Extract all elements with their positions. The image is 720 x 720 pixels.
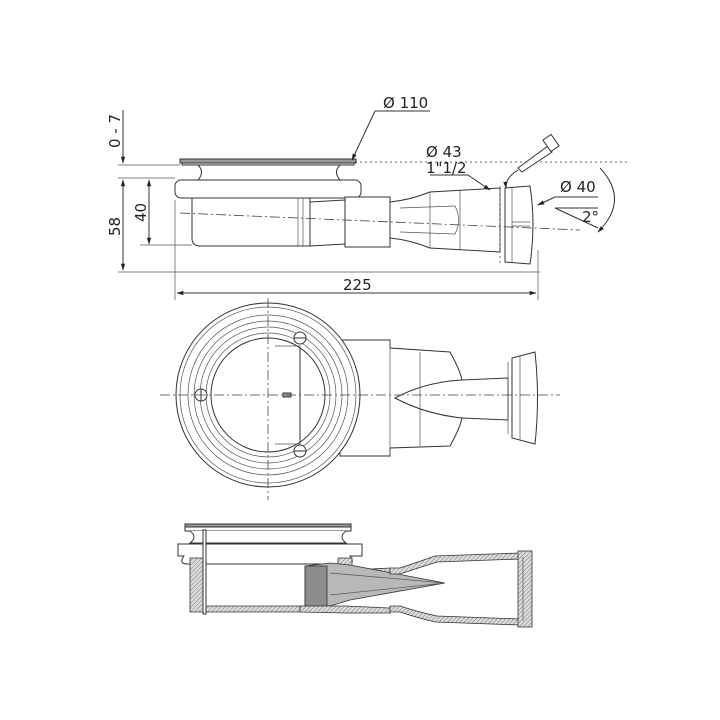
- screw-icon: [293, 331, 307, 345]
- angle-arc: [597, 167, 615, 233]
- side-elevation-view: 2° Ø 110 Ø 43 1"1/2 Ø 40 0 - 7 58 40 225: [106, 94, 630, 300]
- connection-diameter-label: Ø 40: [560, 178, 596, 196]
- grate-plate: [179, 158, 357, 164]
- slope-angle-label: 2°: [582, 208, 599, 226]
- height-adjust-label: 0 - 7: [106, 114, 124, 148]
- cross-section-view: [177, 523, 533, 628]
- total-height-label: 58: [106, 217, 124, 236]
- centerline: [179, 212, 581, 231]
- outlet-pipe: [389, 187, 501, 253]
- outlet-diameter-metric-label: Ø 43: [426, 143, 462, 161]
- grate-diameter-label: Ø 110: [383, 94, 428, 112]
- body-flange: [174, 179, 362, 199]
- connector-nut: [504, 185, 534, 265]
- outlet-joint: [309, 199, 346, 247]
- total-length-label: 225: [343, 276, 372, 294]
- section-grate: [184, 523, 352, 528]
- outlet-diameter-imperial-label: 1"1/2: [426, 159, 467, 177]
- top-plan-view: [160, 298, 560, 500]
- grate-leader: [351, 110, 376, 161]
- section-screw-shaft: [202, 529, 207, 615]
- grate-neck: [196, 164, 342, 181]
- plan-nut: [511, 351, 538, 445]
- body-bowl: [191, 197, 311, 247]
- saw-icon: [503, 133, 560, 189]
- body-height-label: 40: [132, 203, 150, 222]
- section-connector: [517, 550, 533, 628]
- screw-icon: [293, 444, 307, 458]
- section-outlet-bottom: [389, 605, 521, 626]
- section-outlet-top: [389, 552, 521, 575]
